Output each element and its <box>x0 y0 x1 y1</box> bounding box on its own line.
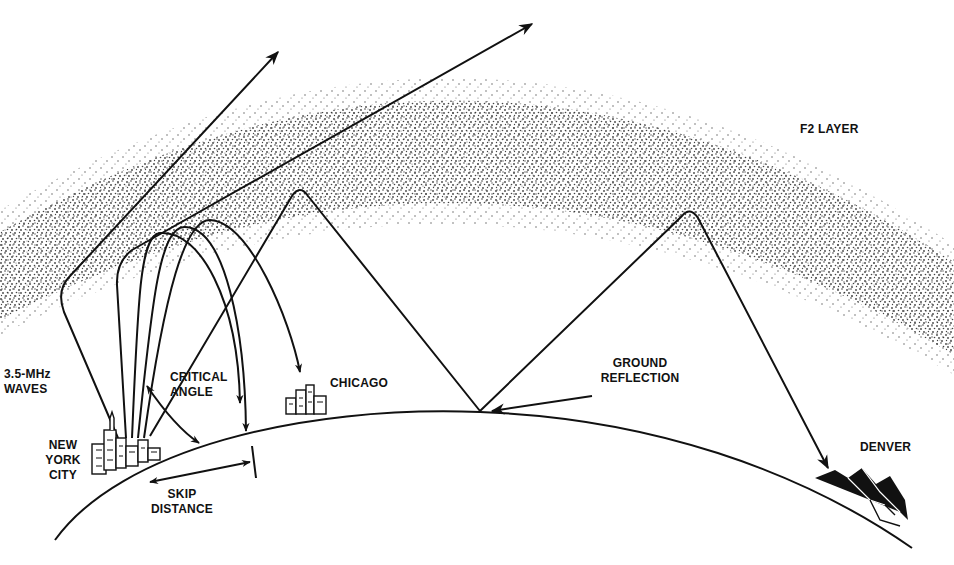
layer-label: F2 LAYER <box>800 122 910 137</box>
multi-hop-ray <box>150 190 828 468</box>
reflection-label: GROUND REFLECTION <box>590 356 690 386</box>
city-label: DENVER <box>860 440 940 455</box>
angle-label: CRITICAL ANGLE <box>170 370 232 400</box>
escaping-ray <box>117 24 532 438</box>
chicago-skyline <box>286 385 326 414</box>
ionosphere-halo <box>0 78 954 375</box>
denver-mountains <box>815 468 908 526</box>
skip-distance-arrow <box>150 462 250 482</box>
new-york-skyline <box>92 412 160 474</box>
dimension-label: SKIP DISTANCE <box>140 487 224 517</box>
returning-ray <box>138 227 246 438</box>
city-label: NEW YORK CITY <box>40 438 86 483</box>
f2-layer-band <box>0 101 954 355</box>
city-label: CHICAGO <box>330 376 410 391</box>
frequency-label: 3.5-MHz WAVES <box>4 367 62 397</box>
dimension-tick <box>252 446 256 478</box>
leader-arrow <box>492 396 592 411</box>
